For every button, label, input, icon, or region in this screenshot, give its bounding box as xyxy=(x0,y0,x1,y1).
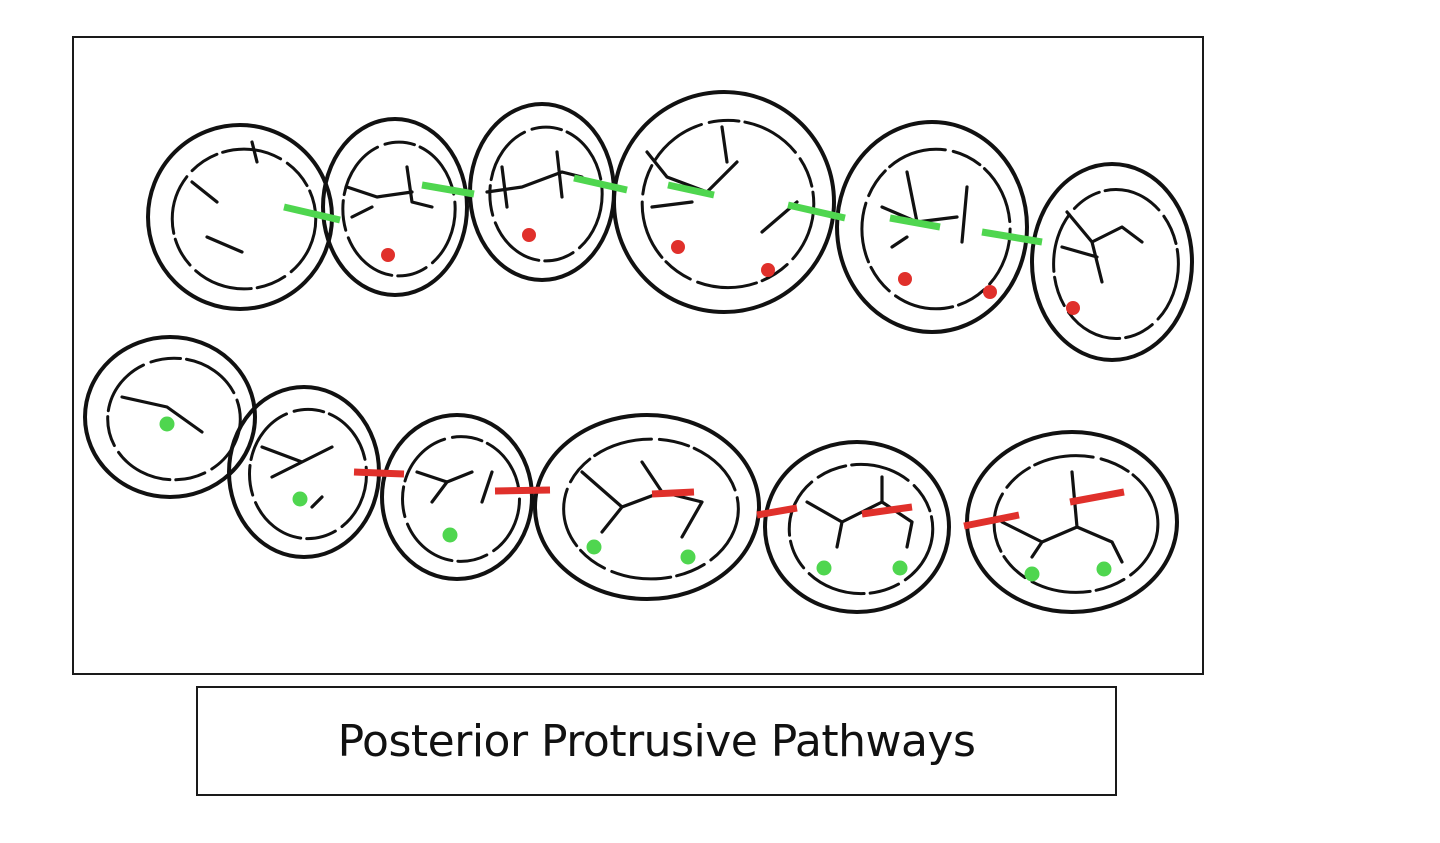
lower-second-molar-rim xyxy=(787,462,935,596)
upper-protrusive-pathway-3 xyxy=(573,174,628,194)
lower-cusp-tip-4 xyxy=(586,539,602,555)
fissure-groove-9 xyxy=(415,470,494,504)
upper-canine-tooth-rim xyxy=(170,147,318,291)
upper-protrusive-pathway-1 xyxy=(283,203,341,224)
upper-protrusive-pathway-2 xyxy=(421,181,475,198)
upper-cusp-tip-5 xyxy=(898,272,912,286)
upper-first-premolar-rim xyxy=(341,140,457,278)
upper-second-molar-outline xyxy=(835,120,1029,334)
fissure-groove-7 xyxy=(120,395,204,434)
fissure-groove-2 xyxy=(345,165,434,219)
upper-protrusive-pathway-4 xyxy=(667,181,715,199)
lower-second-premolar-rim xyxy=(401,435,521,563)
upper-second-molar-rim xyxy=(860,147,1012,311)
upper-cusp-tip-3 xyxy=(671,240,685,254)
lower-protrusive-pathway-3 xyxy=(651,488,695,498)
fissure-groove-1 xyxy=(190,140,259,254)
lower-protrusive-pathway-2 xyxy=(494,486,551,495)
fissure-groove-10 xyxy=(580,460,704,539)
lower-protrusive-pathway-5 xyxy=(861,503,913,518)
upper-protrusive-pathway-6 xyxy=(889,214,941,231)
dental-arch-diagram xyxy=(72,36,1204,675)
lower-first-molar-outline xyxy=(533,413,761,601)
upper-canine-tooth-outline xyxy=(146,123,334,311)
fissure-groove-5 xyxy=(880,170,969,249)
lower-cusp-tip-6 xyxy=(816,560,832,576)
upper-protrusive-pathway-5 xyxy=(787,201,846,222)
lower-second-premolar-outline xyxy=(380,413,534,581)
lower-canine-tooth-rim xyxy=(106,356,242,482)
caption-text: Posterior Protrusive Pathways xyxy=(337,715,976,767)
lower-cusp-tip-2 xyxy=(292,491,308,507)
lower-cusp-tip-1 xyxy=(159,416,175,432)
upper-cusp-tip-7 xyxy=(1066,301,1080,315)
upper-third-molar-rim xyxy=(1052,188,1180,340)
lower-canine-tooth-outline xyxy=(83,335,257,499)
lower-third-molar-rim xyxy=(992,454,1160,594)
lower-first-molar-rim xyxy=(562,437,740,581)
lower-second-molar-outline xyxy=(763,440,951,614)
lower-protrusive-pathway-6 xyxy=(963,511,1020,530)
fissure-groove-3 xyxy=(485,150,584,209)
upper-protrusive-pathway-7 xyxy=(981,228,1043,246)
upper-first-molar-outline xyxy=(612,90,836,314)
caption-box: Posterior Protrusive Pathways xyxy=(196,686,1117,796)
upper-cusp-tip-4 xyxy=(761,263,775,277)
lower-protrusive-pathway-4 xyxy=(756,504,798,519)
fissure-groove-12 xyxy=(1000,470,1124,564)
upper-third-molar-outline xyxy=(1030,162,1194,362)
lower-cusp-tip-5 xyxy=(680,549,696,565)
upper-cusp-tip-6 xyxy=(983,285,997,299)
upper-second-premolar-rim xyxy=(488,125,604,263)
upper-first-molar-rim xyxy=(640,118,816,290)
fissure-groove-4 xyxy=(645,125,799,234)
upper-cusp-tip-2 xyxy=(522,228,536,242)
lower-protrusive-pathway-1 xyxy=(353,468,405,478)
lower-protrusive-pathway-7 xyxy=(1069,488,1125,506)
occlusal-diagram-svg xyxy=(83,90,1194,614)
lower-cusp-tip-7 xyxy=(892,560,908,576)
upper-first-premolar-outline xyxy=(321,117,469,297)
lower-cusp-tip-8 xyxy=(1024,566,1040,582)
lower-first-premolar-rim xyxy=(248,407,368,541)
fissure-groove-8 xyxy=(260,445,334,509)
lower-cusp-tip-3 xyxy=(442,527,458,543)
lower-cusp-tip-9 xyxy=(1096,561,1112,577)
upper-cusp-tip-1 xyxy=(381,248,395,262)
fissure-groove-6 xyxy=(1060,210,1144,284)
